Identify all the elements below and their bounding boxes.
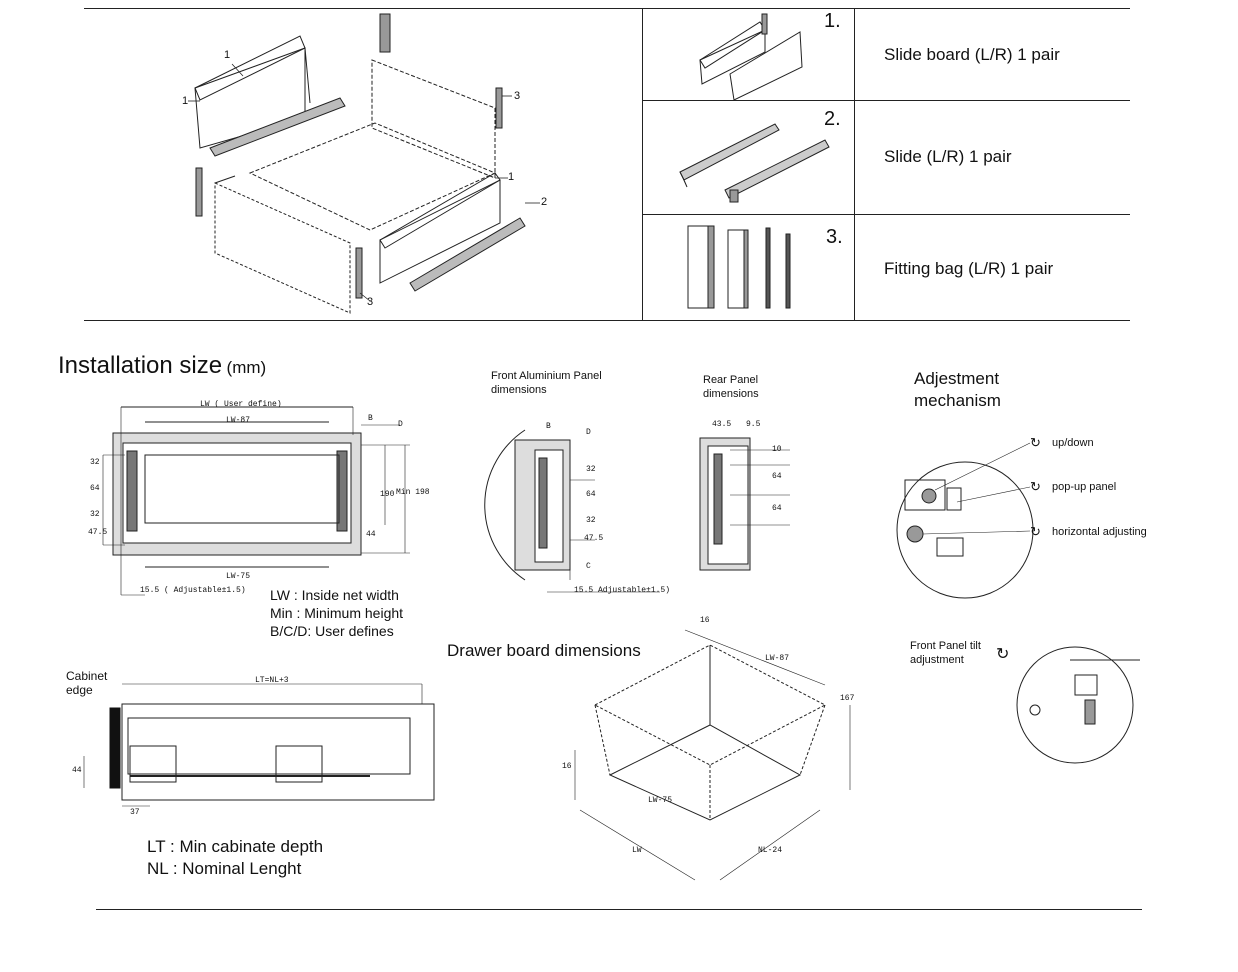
legend-lt: LT : Min cabinate depth	[147, 837, 324, 856]
exploded-view-drawing	[188, 13, 540, 314]
fp-v475-label: 47.5	[584, 534, 604, 543]
side-view-drawing	[83, 683, 435, 807]
tilt-detail	[1016, 646, 1140, 764]
fp-v64-label: 64	[586, 490, 596, 499]
exploded-label-1a: 1	[224, 49, 231, 61]
exploded-label-1b: 1	[182, 95, 189, 107]
bottom-rule	[96, 909, 1142, 910]
legend-min: Min : Minimum height	[270, 605, 404, 621]
front-board	[214, 182, 351, 314]
installation-title: Installation size (mm)	[58, 352, 267, 379]
part-number-3: 3.	[826, 226, 843, 248]
db-top16-label: 16	[700, 616, 710, 625]
tilt-label: Front Panel tilt adjustment	[910, 640, 981, 666]
exploded-label-3b: 3	[367, 296, 374, 308]
fp-c-label: C	[586, 562, 591, 571]
front-panel-detail	[484, 429, 660, 593]
adjust-horizontal-label: horizontal adjusting	[1052, 526, 1147, 538]
front-190-label: 190	[380, 490, 395, 499]
front-panel-title: Front Aluminium Panel dimensions	[491, 370, 602, 396]
fitting-bag-thumbnail	[687, 225, 791, 309]
installation-unit: (mm)	[226, 358, 267, 377]
table-bottom-border	[84, 320, 1130, 321]
drawer-board-title: Drawer board dimensions	[447, 641, 641, 660]
legend-nl: NL : Nominal Lenght	[147, 859, 302, 878]
adjust-updown-label: up/down	[1052, 437, 1094, 449]
db-167-label: 167	[840, 694, 855, 703]
rp-64b-label: 64	[772, 504, 782, 513]
db-left16-label: 16	[562, 762, 572, 771]
drawer-board-drawing	[574, 629, 851, 881]
part-name-3: Fitting bag (L/R) 1 pair	[884, 259, 1054, 278]
front-v32b-label: 32	[90, 510, 100, 519]
rear-panel-title: Rear Panel dimensions	[703, 374, 759, 400]
fp-adjustable-label: 15.5 Adjustable±1.5)	[574, 586, 671, 595]
table-divider-1	[642, 8, 643, 320]
front-view-drawing	[102, 406, 410, 596]
front-v64-label: 64	[90, 484, 100, 493]
db-lw75-label: LW-75	[648, 796, 673, 805]
side-44-label: 44	[72, 766, 82, 775]
adjustment-title: Adjestment mechanism	[914, 369, 1001, 410]
front-44-label: 44	[366, 530, 376, 539]
fp-d-label: D	[586, 428, 591, 437]
front-adjustable-label: 15.5 ( Adjustable±1.5)	[140, 586, 246, 595]
table-row-divider-1	[642, 100, 1130, 101]
part-number-1: 1.	[824, 10, 841, 32]
table-row-divider-2	[642, 214, 1130, 215]
front-v32a-label: 32	[90, 458, 100, 467]
slide-thumbnail	[679, 123, 830, 203]
cabinet-edge-label: Cabinet edge	[66, 669, 108, 697]
refresh-icon-horizontal: ↻	[1030, 524, 1041, 539]
refresh-icon-updown: ↻	[1030, 435, 1041, 450]
front-lw-label: LW ( User define)	[200, 400, 282, 409]
front-b-label: B	[368, 414, 373, 423]
fp-v32b-label: 32	[586, 516, 596, 525]
bottom-board	[248, 122, 497, 231]
front-lw87-label: LW-87	[226, 416, 251, 425]
adjustment-detail	[896, 442, 1034, 599]
refresh-icon-popup: ↻	[1030, 479, 1041, 494]
front-v475-label: 47.5	[88, 528, 108, 537]
rp-435-label: 43.5	[712, 420, 732, 429]
db-lw87-label: LW-87	[765, 654, 790, 663]
legend-lw: LW : Inside net width	[270, 587, 399, 603]
slide-board-thumbnail	[699, 13, 803, 101]
fp-b-label: B	[546, 422, 551, 431]
rear-board	[371, 59, 496, 179]
installation-legend: LW : Inside net width Min : Minimum heig…	[270, 586, 403, 640]
fp-v32a-label: 32	[586, 465, 596, 474]
front-lw75-label: LW-75	[226, 572, 251, 581]
rp-64a-label: 64	[772, 472, 782, 481]
table-divider-2	[854, 8, 855, 320]
part-number-2: 2.	[824, 108, 841, 130]
part-name-2: Slide (L/R) 1 pair	[884, 147, 1012, 166]
db-lw-label: LW	[632, 846, 642, 855]
part-name-1: Slide board (L/R) 1 pair	[884, 45, 1060, 64]
side-legend: LT : Min cabinate depth NL : Nominal Len…	[147, 836, 323, 880]
exploded-label-3a: 3	[514, 90, 521, 102]
db-nl24-label: NL-24	[758, 846, 783, 855]
front-min198-label: Min 198	[396, 488, 430, 497]
table-top-border	[84, 8, 1130, 9]
adjust-popup-label: pop-up panel	[1052, 481, 1117, 493]
side-lt-label: LT=NL+3	[255, 676, 289, 685]
front-d-label: D	[398, 420, 403, 429]
exploded-label-2: 2	[541, 196, 548, 208]
side-37-label: 37	[130, 808, 140, 817]
legend-bcd: B/C/D: User defines	[270, 623, 394, 639]
exploded-label-1c: 1	[508, 171, 515, 183]
rp-95-label: 9.5	[746, 420, 761, 429]
rear-panel-detail	[699, 437, 790, 571]
refresh-icon-tilt: ↻	[996, 646, 1010, 663]
rp-10-label: 10	[772, 445, 782, 454]
